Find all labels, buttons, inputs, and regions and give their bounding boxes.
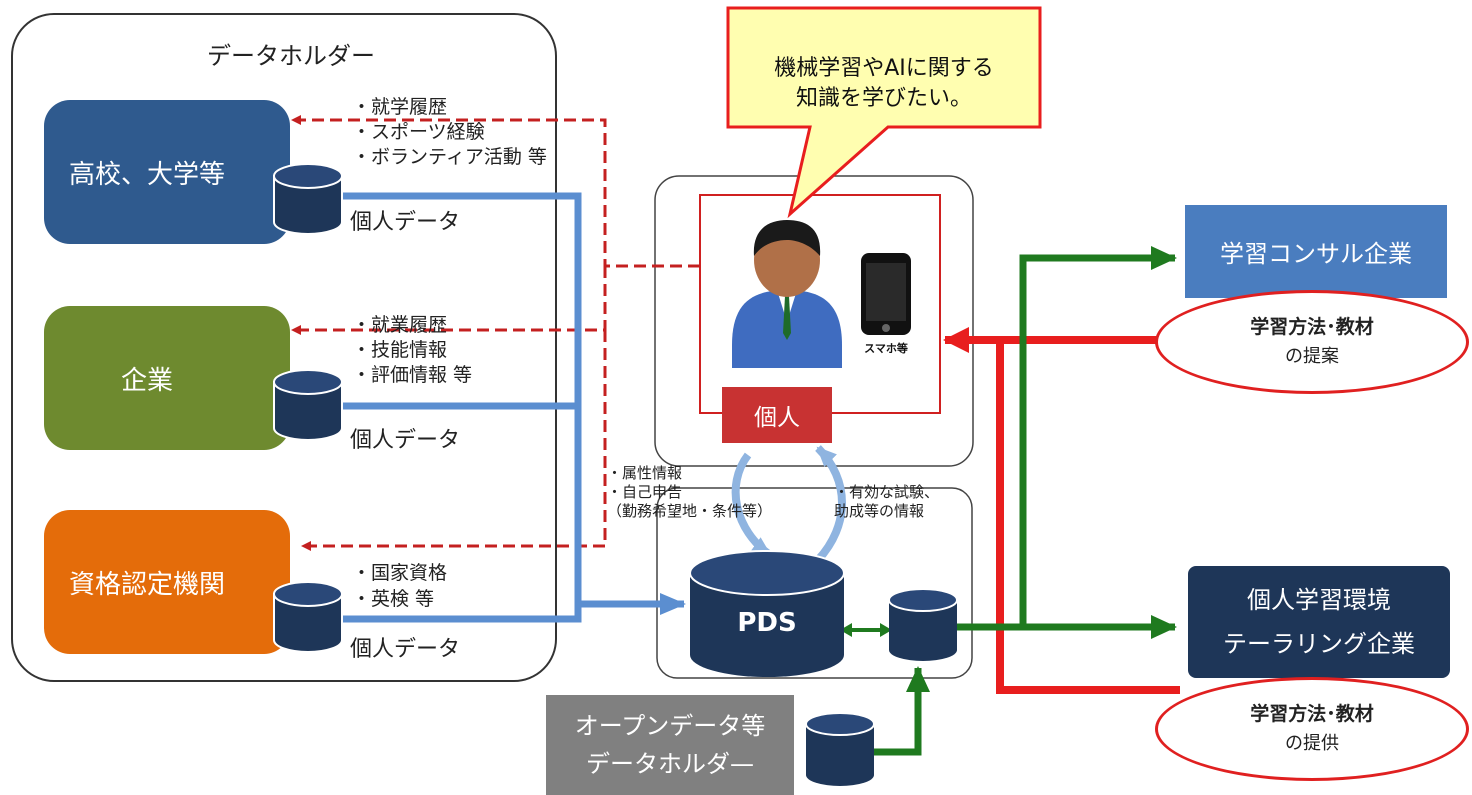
upload-info: ・属性情報 ・自己申告 （勤務希望地・条件等） <box>607 464 772 521</box>
tailoring-line-2: テーラリング企業 <box>1223 630 1415 658</box>
company-items: ・就業履歴 ・技能情報 ・評価情報 等 <box>352 313 472 388</box>
upload-info-line: ・属性情報 <box>607 464 683 482</box>
company-database-overlay-icon <box>273 369 343 441</box>
data-line-school <box>342 192 582 604</box>
consult-box: 学習コンサル企業 <box>1185 205 1447 298</box>
company-item: ・就業履歴 <box>352 314 448 336</box>
speech-text: 機械学習やAIに関する 知識を学びたい。 <box>728 54 1040 114</box>
cert-items: ・国家資格 ・英検 等 <box>352 560 447 612</box>
pds-database-icon <box>689 550 845 677</box>
upload-info-line: （勤務希望地・条件等） <box>607 502 773 520</box>
open-data-line-2: データホルダ— <box>586 750 754 778</box>
speech-line-1: 機械学習やAIに関する <box>774 56 994 81</box>
person-icon <box>732 220 842 368</box>
company-item: ・評価情報 等 <box>352 364 473 386</box>
company-personal-data-label: 個人データ <box>350 428 461 453</box>
school-item: ・就学履歴 <box>352 96 448 118</box>
pds-link-head-left <box>840 623 852 637</box>
school-database-overlay-icon <box>273 163 343 235</box>
data-line-to-pds <box>342 593 686 623</box>
phone-label: スマホ等 <box>864 342 908 355</box>
school-personal-data-label: 個人データ <box>350 210 461 235</box>
cert-item: ・英検 等 <box>352 588 435 610</box>
tailoring-line-1: 個人学習環境 <box>1247 586 1391 614</box>
cert-box: 資格認定機関 <box>44 510 290 654</box>
school-item: ・スポーツ経験 <box>352 121 485 143</box>
feedback-line-provision <box>943 327 1180 694</box>
proposal-line-2: の提案 <box>1285 346 1339 367</box>
upload-curve-arrow <box>731 452 773 559</box>
proposal-ellipse: 学習方法･教材 の提案 <box>1155 290 1469 394</box>
open-database-icon <box>805 712 875 786</box>
proposal-line-1: 学習方法･教材 <box>1250 316 1374 338</box>
school-items: ・就学履歴 ・スポーツ経験 ・ボランティア活動 等 <box>352 95 547 170</box>
company-item: ・技能情報 <box>352 339 448 361</box>
open-data-box: オープンデータ等 データホルダ— <box>546 695 794 795</box>
speech-bubble <box>726 6 1042 219</box>
cert-database-overlay-icon <box>273 581 343 653</box>
school-box: 高校、大学等 <box>44 100 290 244</box>
request-line-school <box>291 115 700 268</box>
store-database-icon <box>888 588 958 661</box>
download-info-line: ・有効な試験、 <box>834 483 940 501</box>
open-data-line-1: オープンデータ等 <box>574 712 766 740</box>
pds-link-head-right <box>880 623 892 637</box>
cert-item: ・国家資格 <box>352 562 448 584</box>
pds-label: PDS <box>737 608 797 638</box>
provision-line-1: 学習方法･教材 <box>1250 703 1374 725</box>
upload-info-line: ・自己申告 <box>607 483 683 501</box>
school-item: ・ボランティア活動 等 <box>352 146 547 168</box>
data-holder-title: データホルダー <box>207 42 375 70</box>
download-info-line: 助成等の情報 <box>834 502 925 520</box>
tailoring-box: 個人学習環境 テーラリング企業 <box>1188 566 1450 678</box>
download-info: ・有効な試験、 助成等の情報 <box>834 483 939 521</box>
person-badge: 個人 <box>722 387 832 443</box>
cert-personal-data-label: 個人データ <box>350 637 461 662</box>
company-box: 企業 <box>44 306 290 450</box>
provision-line-2: の提供 <box>1285 733 1339 754</box>
speech-line-2: 知識を学びたい。 <box>795 86 972 111</box>
green-line-to-consult <box>1019 246 1177 627</box>
request-line-cert <box>301 330 607 551</box>
provision-ellipse: 学習方法･教材 の提供 <box>1155 677 1469 781</box>
download-curve-arrow <box>815 445 846 563</box>
smartphone-icon <box>861 253 911 335</box>
